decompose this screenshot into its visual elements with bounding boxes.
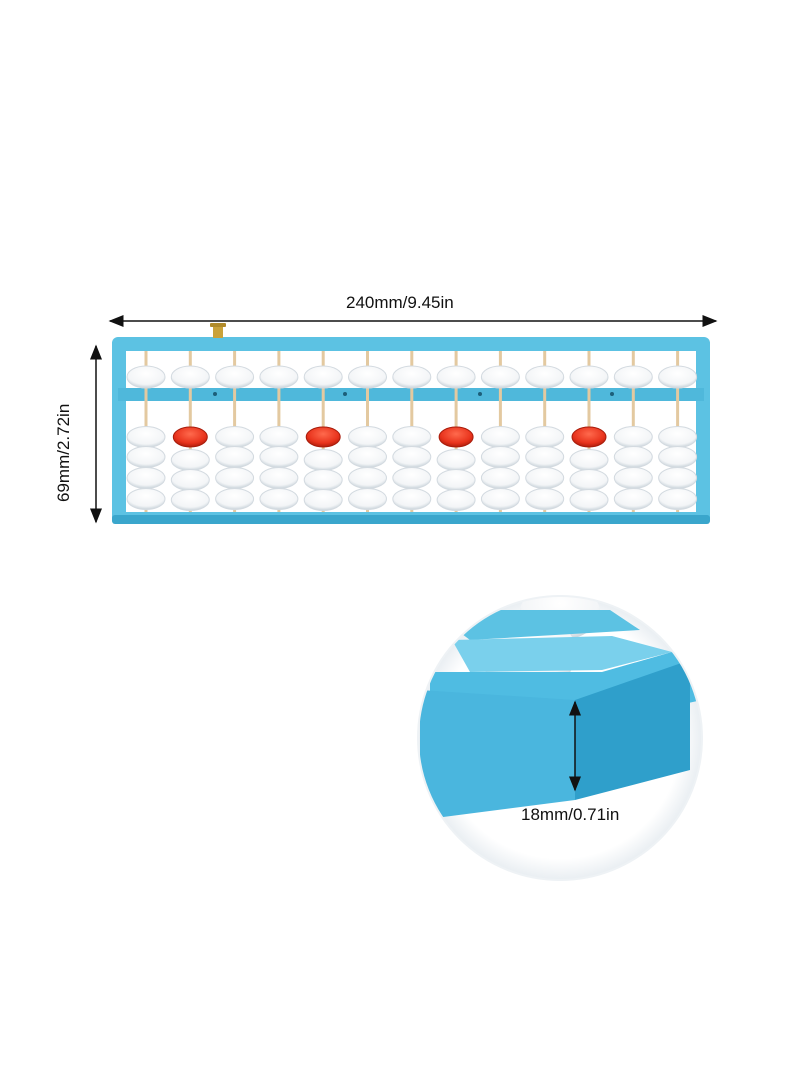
reset-pin-icon xyxy=(210,323,226,338)
lower-bead xyxy=(436,469,476,491)
lower-bead xyxy=(436,489,476,511)
unit-dot xyxy=(610,392,614,396)
lower-bead xyxy=(392,467,432,489)
lower-bead xyxy=(259,488,299,510)
lower-bead xyxy=(480,426,520,448)
lower-bead xyxy=(525,446,565,468)
upper-bead xyxy=(259,365,299,389)
upper-bead xyxy=(613,365,653,389)
lower-bead xyxy=(525,488,565,510)
lower-bead xyxy=(259,446,299,468)
lower-bead xyxy=(613,467,653,489)
upper-bead xyxy=(436,365,476,389)
marker-bead xyxy=(172,426,208,448)
abacus xyxy=(112,323,710,524)
unit-dot xyxy=(213,392,217,396)
lower-bead xyxy=(658,467,698,489)
lower-bead xyxy=(126,467,166,489)
unit-dot xyxy=(478,392,482,396)
lower-bead xyxy=(126,426,166,448)
lower-bead xyxy=(525,426,565,448)
lower-bead xyxy=(436,449,476,471)
marker-bead xyxy=(438,426,474,448)
abacus-rods xyxy=(126,351,698,512)
lower-bead xyxy=(392,426,432,448)
upper-bead xyxy=(170,365,210,389)
lower-bead xyxy=(480,467,520,489)
marker-bead xyxy=(571,426,607,448)
lower-bead xyxy=(215,426,255,448)
lower-bead xyxy=(658,488,698,510)
lower-bead xyxy=(348,467,387,489)
lower-bead xyxy=(126,446,166,468)
lower-bead xyxy=(215,467,255,489)
upper-bead xyxy=(525,365,565,389)
lower-bead xyxy=(613,446,653,468)
lower-bead xyxy=(170,449,210,471)
lower-bead xyxy=(170,469,210,491)
lower-bead xyxy=(126,488,166,510)
lower-bead xyxy=(525,467,565,489)
lower-bead xyxy=(480,488,520,510)
upper-bead xyxy=(569,365,609,389)
marker-bead xyxy=(305,426,341,448)
lower-bead xyxy=(658,446,698,468)
upper-bead xyxy=(392,365,432,389)
lower-bead xyxy=(348,488,387,510)
lower-bead xyxy=(303,469,343,491)
lower-bead xyxy=(569,469,609,491)
frame-depth-detail xyxy=(417,595,703,881)
lower-bead xyxy=(569,449,609,471)
width-label: 240mm/9.45in xyxy=(346,293,454,312)
lower-bead xyxy=(392,488,432,510)
upper-bead xyxy=(215,365,255,389)
unit-dot xyxy=(343,392,347,396)
lower-bead xyxy=(392,446,432,468)
upper-bead xyxy=(126,365,166,389)
lower-bead xyxy=(658,426,698,448)
lower-bead xyxy=(303,449,343,471)
upper-bead xyxy=(658,365,698,389)
lower-bead xyxy=(259,467,299,489)
lower-bead xyxy=(613,426,653,448)
lower-bead xyxy=(569,489,609,511)
lower-bead xyxy=(215,446,255,468)
lower-bead xyxy=(259,426,299,448)
lower-bead xyxy=(613,488,653,510)
lower-bead xyxy=(348,426,387,448)
height-label: 69mm/2.72in xyxy=(54,403,73,502)
depth-label: 18mm/0.71in xyxy=(521,805,620,824)
lower-bead xyxy=(480,446,520,468)
lower-bead xyxy=(170,489,210,511)
lower-bead xyxy=(303,489,343,511)
lower-bead xyxy=(215,488,255,510)
upper-bead xyxy=(480,365,520,389)
upper-bead xyxy=(348,365,387,389)
upper-bead xyxy=(303,365,343,389)
lower-bead xyxy=(348,446,387,468)
